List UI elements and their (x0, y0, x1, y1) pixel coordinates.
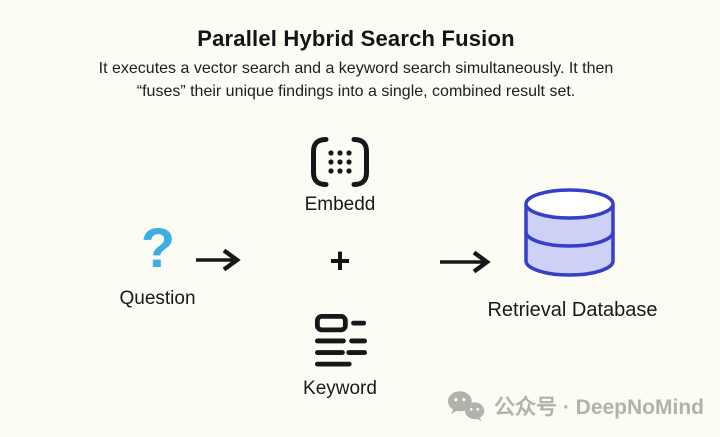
subtitle-line-1: It executes a vector search and a keywor… (98, 60, 614, 77)
question-label: Question (119, 288, 196, 309)
page-title: Parallel Hybrid Search Fusion (197, 26, 515, 51)
question-mark-icon: ? (140, 216, 176, 279)
embedding-label: Embedd (304, 194, 376, 215)
database-label: Retrieval Database (487, 299, 658, 321)
right-arrow-icon (440, 250, 491, 274)
right-arrow-icon (196, 248, 241, 272)
watermark: 公众号 · DeepNoMind (447, 390, 704, 422)
keyword-icon (314, 313, 368, 367)
keyword-label: Keyword (303, 378, 377, 399)
database-cylinder-icon (524, 188, 615, 277)
page-subtitle: It executes a vector search and a keywor… (0, 57, 712, 103)
watermark-text: 公众号 · DeepNoMind (494, 396, 704, 419)
wechat-icon (447, 391, 485, 422)
embedding-icon (311, 137, 369, 187)
subtitle-line-2: “fuses” their unique findings into a sin… (136, 83, 576, 100)
plus-symbol: + (329, 240, 351, 281)
